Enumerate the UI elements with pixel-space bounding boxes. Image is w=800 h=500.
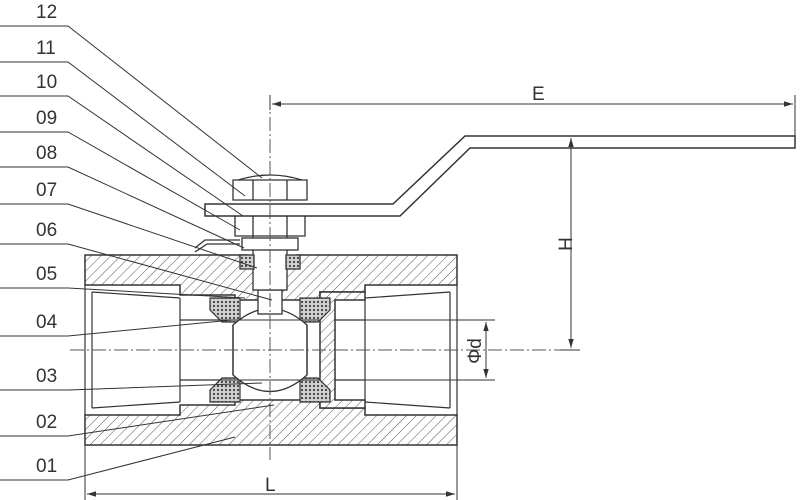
- part-label-10: 10: [36, 72, 57, 93]
- dimension-lines: [84, 95, 796, 500]
- part-label-09: 09: [36, 108, 57, 129]
- ball-seats: [209, 297, 331, 403]
- part-leaders: [0, 25, 275, 481]
- leader-line-09: [0, 131, 241, 231]
- part-label-04: 04: [36, 312, 58, 333]
- part-label-02: 02: [36, 412, 57, 433]
- dimension-l: L: [265, 475, 276, 496]
- part-label-11: 11: [36, 38, 56, 59]
- leader-line-07: [0, 203, 258, 269]
- leader-line-08: [0, 166, 245, 249]
- leader-line-04: [0, 319, 233, 337]
- part-label-08: 08: [36, 143, 57, 164]
- dimension-bore: Φd: [465, 338, 486, 364]
- part-label-06: 06: [36, 220, 57, 241]
- leader-line-03: [0, 382, 263, 391]
- dimension-e: E: [532, 84, 545, 105]
- leader-line-10: [0, 95, 244, 217]
- leader-line-11: [0, 61, 246, 197]
- part-label-12: 12: [36, 2, 57, 23]
- centre-lines: [70, 95, 560, 460]
- part-label-05: 05: [36, 264, 57, 285]
- leader-line-12: [0, 25, 263, 179]
- leader-line-05: [0, 287, 246, 299]
- leader-line-02: [0, 404, 275, 437]
- handle: [204, 135, 796, 217]
- part-labels: 12 11 10 09 08 07 06 05 04 03 02 01: [36, 2, 58, 477]
- part-label-01: 01: [36, 456, 57, 477]
- leader-line-01: [0, 436, 236, 481]
- leader-line-06: [0, 243, 273, 301]
- dimension-h: H: [556, 237, 577, 251]
- part-label-03: 03: [36, 366, 57, 387]
- part-label-07: 07: [36, 180, 57, 201]
